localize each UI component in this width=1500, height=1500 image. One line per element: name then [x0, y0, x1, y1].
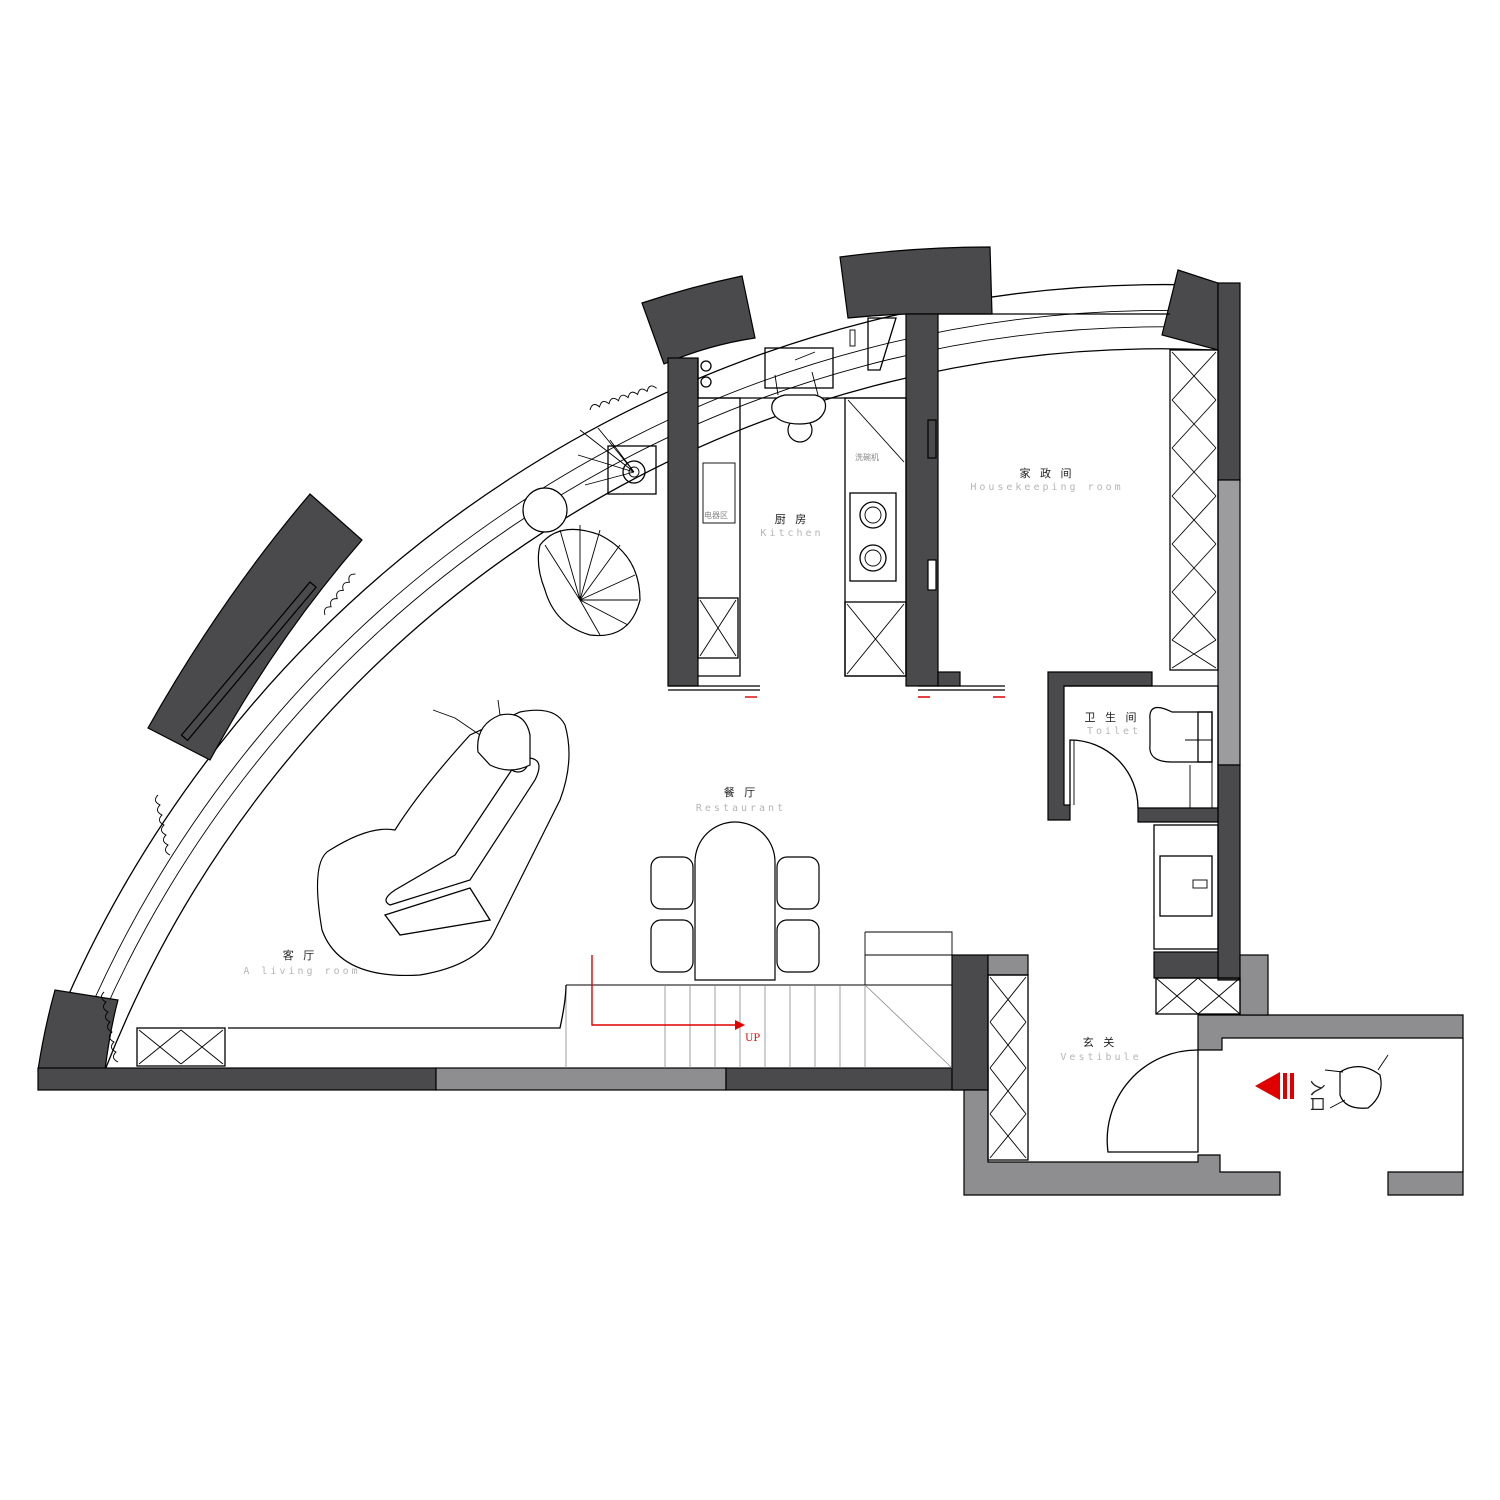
- entry-porch-wall: [1387, 1171, 1464, 1196]
- arc-wall-segment: [839, 246, 993, 319]
- appliance-zone-label: 电器区: [704, 510, 728, 520]
- plant-icon: [577, 427, 657, 495]
- tv-bar: [180, 581, 317, 742]
- housekeeping-label: 家 政 间: [1020, 466, 1075, 480]
- stair-side-wall: [951, 954, 989, 1091]
- toilet-label-en: Toilet: [1087, 726, 1141, 737]
- arc-wall-segment: [1161, 269, 1219, 351]
- kitchen-label: 厨 房: [775, 513, 810, 526]
- toilet-wall: [1047, 671, 1153, 821]
- right-exterior-wall-lower: [1217, 479, 1241, 766]
- right-exterior-wall: [1217, 282, 1241, 481]
- living-room-label: 客 厅: [283, 948, 318, 962]
- dining-table: [650, 821, 820, 981]
- bottom-wall-opening: [435, 1067, 727, 1091]
- right-exterior-wall: [1217, 764, 1241, 981]
- arc-wall-segment: [147, 493, 363, 761]
- stairs-up-label: UP: [745, 1033, 760, 1044]
- person-walking-icon: [1324, 1054, 1389, 1109]
- kitchen-left-wall: [667, 357, 699, 687]
- toilet-label: 卫 生 间: [1085, 710, 1140, 724]
- dishwasher-label: 洗碗机: [855, 452, 879, 462]
- kitchen-label-en: Kitchen: [760, 528, 823, 539]
- restaurant-label-en: Restaurant: [696, 803, 786, 814]
- arc-wall-segment: [641, 275, 756, 365]
- bottom-wall: [37, 1067, 437, 1091]
- entrance-arrow-icon: [1255, 1072, 1294, 1100]
- housekeeping-label-en: Housekeeping room: [970, 482, 1123, 493]
- entry-side-wall: [1239, 954, 1269, 1016]
- lounge-chair: [537, 525, 641, 637]
- vestibule-label-en: Vestibule: [1060, 1052, 1141, 1063]
- vestibule-label: 玄 关: [1083, 1035, 1118, 1049]
- vestibule-wall: [963, 1089, 1281, 1196]
- restaurant-label: 餐 厅: [724, 785, 759, 799]
- person-cook-icon: [771, 371, 827, 443]
- entrance-label: 入口: [1308, 1080, 1327, 1112]
- sofa: [316, 709, 570, 977]
- side-table: [522, 487, 568, 533]
- entry-porch-wall: [1197, 1014, 1464, 1051]
- staircase: UP: [565, 931, 953, 1069]
- person-sitting-icon: [432, 699, 531, 773]
- bottom-wall: [725, 1067, 989, 1091]
- kitchen-right-wall: [905, 313, 939, 687]
- vestibule-wall: [987, 954, 1029, 976]
- arc-wall-segment: [37, 989, 119, 1071]
- curved-exterior-wall: [37, 246, 1241, 1071]
- living-room-label-en: A living room: [243, 966, 360, 977]
